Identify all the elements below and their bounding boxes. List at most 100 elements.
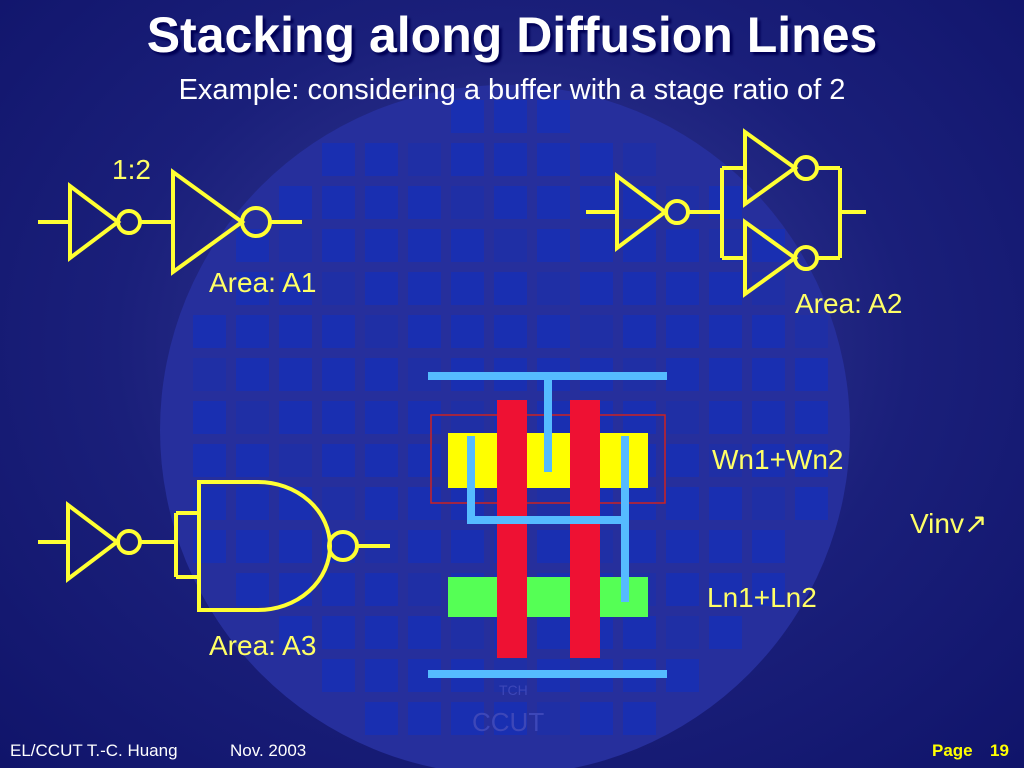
wafer-tile — [580, 143, 613, 176]
wafer-tile — [709, 487, 742, 520]
footer-date: Nov. 2003 — [230, 741, 307, 760]
wafer-tile — [580, 272, 613, 305]
wafer-tile — [193, 401, 226, 434]
wafer-tile — [537, 702, 570, 735]
wafer-tile — [236, 401, 269, 434]
wafer-tile — [666, 358, 699, 391]
wafer-tile — [236, 487, 269, 520]
wafer-tile — [494, 229, 527, 262]
wafer-tile — [666, 616, 699, 649]
wafer-tile — [451, 143, 484, 176]
wafer-tile — [494, 143, 527, 176]
wafer-tile — [709, 358, 742, 391]
wafer-tile — [408, 229, 441, 262]
buffer-chain-a1 — [38, 168, 302, 276]
wafer-tile — [408, 573, 441, 606]
wafer-tile — [365, 659, 398, 692]
wafer-tile — [494, 186, 527, 219]
wafer-tile — [580, 315, 613, 348]
wafer-tile — [537, 401, 570, 434]
area-a3-label: Area: A3 — [209, 630, 317, 661]
wafer-tile — [279, 358, 312, 391]
wafer-tile — [623, 229, 656, 262]
wafer-tile — [365, 272, 398, 305]
footer-page-number: 19 — [990, 741, 1009, 760]
wafer-tile — [365, 573, 398, 606]
ratio-label: 1:2 — [112, 154, 151, 185]
wafer-tile — [666, 315, 699, 348]
wafer-tile — [537, 272, 570, 305]
wafer-tile — [193, 315, 226, 348]
wafer-tile — [451, 315, 484, 348]
wafer-tile — [623, 702, 656, 735]
wafer-tile — [365, 186, 398, 219]
wafer-tile — [322, 229, 355, 262]
wafer-tile — [666, 272, 699, 305]
wafer-tile — [279, 229, 312, 262]
wafer-tile — [666, 573, 699, 606]
diffusion-layout — [428, 372, 667, 678]
wafer-tile — [279, 272, 312, 305]
wafer-tile — [236, 272, 269, 305]
area-a1-label: Area: A1 — [209, 267, 317, 298]
wafer-tile — [365, 616, 398, 649]
wafer-tile — [408, 616, 441, 649]
wafer-tile — [451, 100, 484, 133]
wafer-tile — [279, 315, 312, 348]
wafer-tile — [709, 272, 742, 305]
wafer-tile — [666, 659, 699, 692]
slide-subtitle: Example: considering a buffer with a sta… — [178, 74, 846, 106]
wafer-tile — [623, 143, 656, 176]
wafer-tile — [537, 530, 570, 563]
wafer-tile — [580, 229, 613, 262]
wafer-tile — [408, 401, 441, 434]
wafer-tile — [322, 444, 355, 477]
wafer-tile — [537, 143, 570, 176]
wafer-tile — [709, 616, 742, 649]
wafer-tile — [666, 401, 699, 434]
wafer-tile — [193, 358, 226, 391]
metal-routing — [428, 372, 667, 678]
wafer-tile — [623, 315, 656, 348]
wafer-tile — [408, 702, 441, 735]
wafer-tile — [279, 530, 312, 563]
wafer-tile — [236, 444, 269, 477]
slide-title: Stacking along Diffusion Lines — [146, 7, 878, 63]
wafer-tile — [537, 315, 570, 348]
wafer-tile — [365, 702, 398, 735]
wafer-tile — [709, 444, 742, 477]
wafer-tile — [666, 229, 699, 262]
wafer-tile — [322, 358, 355, 391]
wafer-tile — [408, 186, 441, 219]
wafer-tile — [365, 358, 398, 391]
wafer-tile — [494, 702, 527, 735]
wafer-tile — [709, 530, 742, 563]
wafer-tile — [451, 702, 484, 735]
footer-author: EL/CCUT T.-C. Huang — [10, 741, 178, 760]
wafer-tile — [408, 444, 441, 477]
wafer-tile — [408, 272, 441, 305]
wafer-tile — [666, 530, 699, 563]
area-a2-label: Area: A2 — [795, 288, 903, 319]
wafer-tile — [279, 401, 312, 434]
wafer-tile — [236, 315, 269, 348]
wafer-tile — [666, 487, 699, 520]
wafer-tile — [494, 272, 527, 305]
wafer-tile — [408, 315, 441, 348]
wafer-tile — [795, 487, 828, 520]
wafer-tile — [279, 616, 312, 649]
wafer-tile — [322, 616, 355, 649]
wafer-tile — [494, 100, 527, 133]
wafer-tile — [795, 315, 828, 348]
wafer-tile — [795, 401, 828, 434]
wafer-tile — [623, 401, 656, 434]
wafer-tile — [365, 444, 398, 477]
wafer-tiles — [193, 100, 828, 735]
wafer-tile — [752, 444, 785, 477]
width-sum-label: Wn1+Wn2 — [712, 444, 844, 475]
wafer-tile — [236, 358, 269, 391]
wafer-tile — [666, 444, 699, 477]
wafer-tile — [795, 444, 828, 477]
wafer-tile — [752, 358, 785, 391]
